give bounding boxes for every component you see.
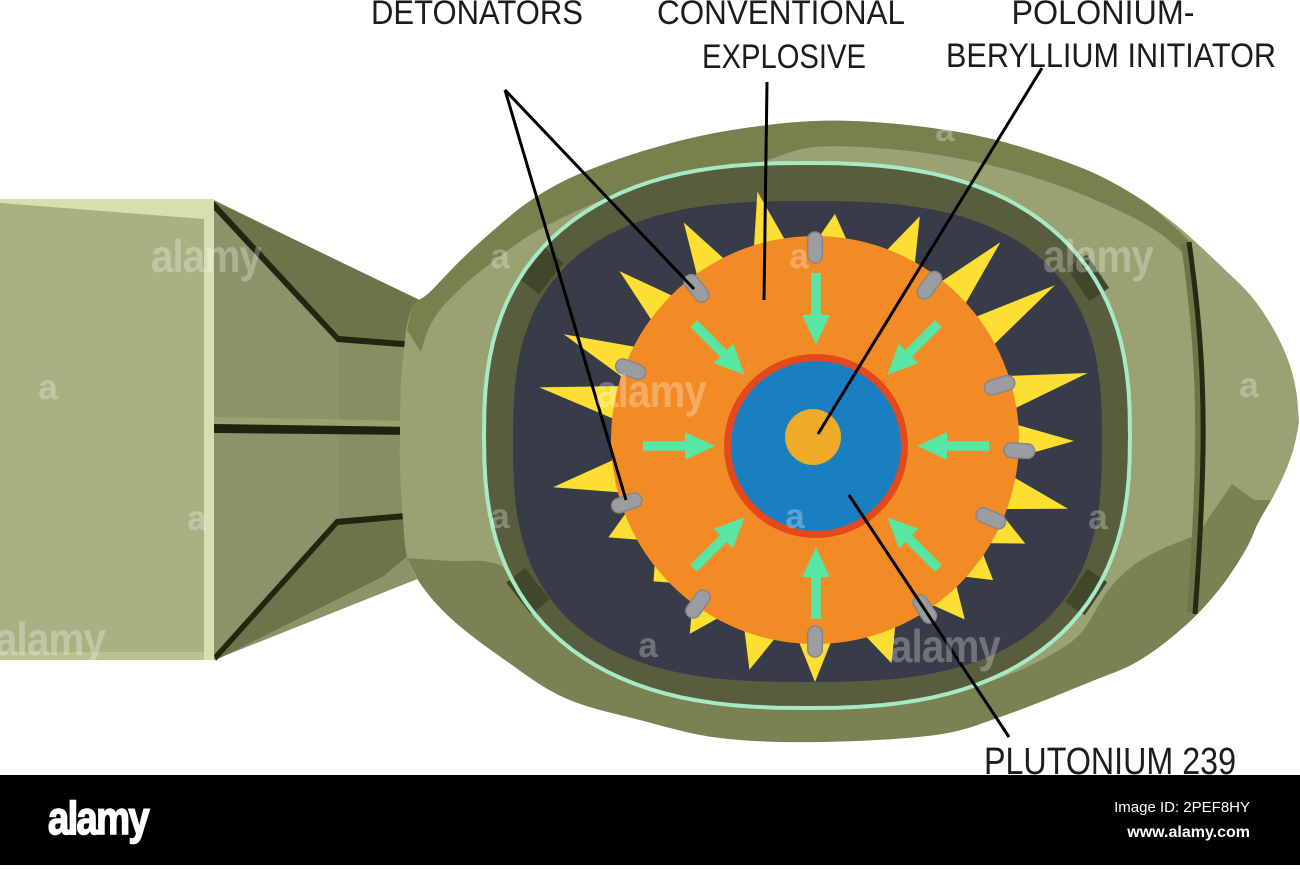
- svg-text:a: a: [187, 499, 207, 538]
- svg-text:a: a: [636, 109, 656, 148]
- svg-text:www.alamy.com: www.alamy.com: [1126, 824, 1250, 841]
- svg-text:alamy: alamy: [890, 620, 1001, 672]
- svg-text:POLONIUM-: POLONIUM-: [1012, 0, 1195, 32]
- svg-text:a: a: [1239, 366, 1259, 405]
- svg-text:a: a: [490, 497, 510, 536]
- svg-text:alamy: alamy: [1043, 230, 1154, 282]
- svg-text:alamy: alamy: [151, 230, 262, 282]
- svg-text:DETONATORS: DETONATORS: [371, 0, 583, 32]
- svg-text:a: a: [789, 237, 809, 276]
- svg-text:EXPLOSIVE: EXPLOSIVE: [702, 38, 866, 76]
- svg-text:CONVENTIONAL: CONVENTIONAL: [657, 0, 905, 32]
- svg-text:a: a: [638, 626, 658, 665]
- svg-text:alamy: alamy: [48, 792, 150, 844]
- svg-text:a: a: [785, 497, 805, 536]
- svg-text:Image ID: 2PEF8HY: Image ID: 2PEF8HY: [1114, 799, 1250, 816]
- svg-text:alamy: alamy: [0, 613, 106, 665]
- svg-text:BERYLLIUM INITIATOR: BERYLLIUM INITIATOR: [946, 37, 1276, 75]
- svg-text:a: a: [1088, 498, 1108, 537]
- svg-text:a: a: [935, 110, 955, 149]
- svg-text:a: a: [490, 237, 510, 276]
- svg-text:a: a: [38, 368, 58, 407]
- svg-text:alamy: alamy: [596, 365, 707, 417]
